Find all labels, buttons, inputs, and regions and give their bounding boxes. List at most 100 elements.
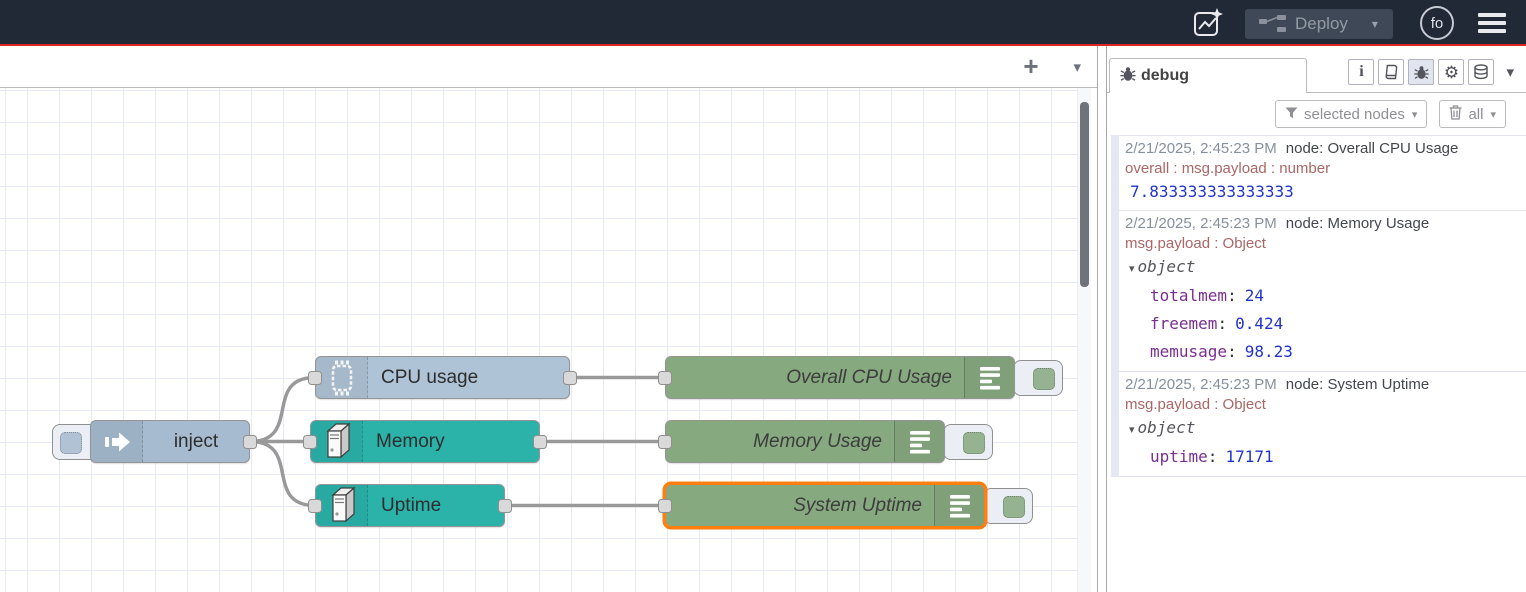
message-timestamp: 2/21/2025, 2:45:23 PM bbox=[1125, 215, 1277, 232]
flow-node-memory[interactable]: Memory bbox=[310, 420, 540, 463]
message-meta: 2/21/2025, 2:45:23 PM node: Overall CPU U… bbox=[1125, 139, 1520, 159]
filter-caret-icon: ▾ bbox=[1411, 108, 1418, 121]
node-label: Overall CPU Usage bbox=[786, 366, 952, 388]
message-meta: 2/21/2025, 2:45:23 PM node: Memory Usage bbox=[1125, 214, 1520, 234]
tower-icon bbox=[311, 421, 363, 462]
assistant-icon[interactable] bbox=[1191, 6, 1225, 45]
sidebar-resize-divider[interactable] bbox=[1099, 46, 1106, 592]
object-expander[interactable]: ▾object bbox=[1125, 415, 1520, 443]
sidebar-tab-row: debug i ⚙ ▾ bbox=[1107, 46, 1526, 93]
pill-inner bbox=[60, 431, 82, 454]
debug-message: 2/21/2025, 2:45:23 PM node: Memory Usage m… bbox=[1119, 211, 1526, 372]
deploy-caret-icon[interactable]: ▾ bbox=[1371, 17, 1378, 31]
object-entry: freemem:0.424 bbox=[1150, 314, 1284, 333]
object-type-label: object bbox=[1137, 257, 1196, 276]
canvas-vertical-scrollbar[interactable] bbox=[1077, 88, 1091, 592]
trash-icon bbox=[1449, 104, 1462, 124]
sidebar-tabs-caret-icon[interactable]: ▾ bbox=[1506, 64, 1514, 81]
debug-message: 2/21/2025, 2:45:23 PM node: Overall CPU U… bbox=[1119, 135, 1526, 211]
message-meta: 2/21/2025, 2:45:23 PM node: System Uptime bbox=[1125, 375, 1520, 395]
flow-node-memory-usage[interactable]: Memory Usage bbox=[665, 420, 945, 463]
clear-label: all bbox=[1468, 105, 1484, 123]
debug-bars-icon bbox=[894, 421, 944, 462]
debug-filter-row: selected nodes ▾ all ▾ bbox=[1107, 93, 1526, 135]
message-node-name: node: System Uptime bbox=[1285, 376, 1430, 393]
debug-message-list: 2/21/2025, 2:45:23 PM node: Overall CPU U… bbox=[1111, 135, 1526, 477]
flow-tab-list-caret-icon[interactable]: ▾ bbox=[1073, 59, 1081, 76]
object-expander[interactable]: ▾object bbox=[1125, 254, 1520, 282]
output-port-memory[interactable] bbox=[533, 434, 547, 449]
input-port-overall-cpu-usage[interactable] bbox=[658, 370, 672, 385]
canvas-scrollbar-thumb[interactable] bbox=[1080, 102, 1089, 287]
user-avatar[interactable]: fo bbox=[1420, 6, 1454, 40]
debug-toggle-button-system-uptime[interactable] bbox=[983, 487, 1033, 524]
object-entry: uptime:17171 bbox=[1150, 447, 1274, 466]
flow-node-inject[interactable]: inject bbox=[90, 420, 250, 463]
flow-node-overall-cpu-usage[interactable]: Overall CPU Usage bbox=[665, 356, 1015, 399]
message-path: msg.payload : Object bbox=[1125, 235, 1266, 252]
message-node-name: node: Memory Usage bbox=[1285, 215, 1430, 232]
message-path: msg.payload : Object bbox=[1125, 396, 1266, 413]
node-label: inject bbox=[173, 430, 219, 452]
chip-icon bbox=[316, 357, 368, 398]
debug-sidebar: debug i ⚙ ▾ selected nodes ▾ bbox=[1106, 46, 1526, 592]
output-port-inject[interactable] bbox=[243, 434, 257, 449]
pill-inner bbox=[963, 431, 985, 454]
header-bar: Deploy ▾ fo bbox=[0, 0, 1526, 46]
output-port-uptime[interactable] bbox=[498, 498, 512, 513]
debug-bars-icon bbox=[964, 357, 1014, 398]
debug-toggle-button-memory-usage[interactable] bbox=[943, 423, 993, 460]
input-port-system-uptime[interactable] bbox=[658, 498, 672, 513]
message-node-name: node: Overall CPU Usage bbox=[1285, 140, 1459, 157]
expand-caret-icon: ▾ bbox=[1129, 263, 1135, 275]
debug-clear-button[interactable]: all ▾ bbox=[1439, 100, 1506, 128]
deploy-button[interactable]: Deploy ▾ bbox=[1245, 9, 1393, 39]
message-timestamp: 2/21/2025, 2:45:23 PM bbox=[1125, 376, 1277, 393]
flow-node-cpu-usage[interactable]: CPU usage bbox=[315, 356, 570, 399]
pill-inner bbox=[1003, 495, 1025, 518]
node-label: System Uptime bbox=[793, 494, 922, 516]
tab-debug[interactable]: debug bbox=[1109, 58, 1307, 93]
object-type-label: object bbox=[1137, 418, 1196, 437]
sidebar-tool-info-icon[interactable]: i bbox=[1348, 59, 1375, 85]
avatar-initials: fo bbox=[1430, 14, 1444, 32]
object-entry: totalmem:24 bbox=[1150, 286, 1264, 305]
message-timestamp: 2/21/2025, 2:45:23 PM bbox=[1125, 140, 1277, 157]
debug-message: 2/21/2025, 2:45:23 PM node: System Uptime… bbox=[1119, 372, 1526, 477]
debug-bars-icon bbox=[934, 485, 984, 526]
node-label: Memory Usage bbox=[753, 430, 882, 452]
debug-filter-button[interactable]: selected nodes ▾ bbox=[1275, 100, 1428, 128]
debug-bug-icon bbox=[1120, 66, 1136, 87]
input-port-uptime[interactable] bbox=[308, 498, 322, 513]
output-port-cpu-usage[interactable] bbox=[563, 370, 577, 385]
inject-arrow-icon bbox=[91, 421, 143, 462]
flow-node-uptime[interactable]: Uptime bbox=[315, 484, 505, 527]
input-port-cpu-usage[interactable] bbox=[308, 370, 322, 385]
filter-label: selected nodes bbox=[1304, 105, 1405, 123]
sidebar-tool-book-icon[interactable] bbox=[1378, 59, 1405, 85]
main-menu-icon[interactable] bbox=[1478, 13, 1506, 33]
debug-toggle-button-overall-cpu-usage[interactable] bbox=[1013, 359, 1063, 396]
node-label: Uptime bbox=[381, 494, 442, 516]
node-label: Memory bbox=[376, 430, 445, 452]
input-port-memory-usage[interactable] bbox=[658, 434, 672, 449]
wire-layer bbox=[248, 375, 667, 508]
message-path: overall : msg.payload : number bbox=[1125, 160, 1331, 177]
input-port-memory[interactable] bbox=[303, 434, 317, 449]
add-flow-button[interactable]: + bbox=[1023, 51, 1039, 81]
sidebar-tool-bug-icon[interactable] bbox=[1408, 59, 1435, 85]
clear-caret-icon: ▾ bbox=[1490, 108, 1496, 121]
sidebar-tool-gear-icon[interactable]: ⚙ bbox=[1438, 59, 1465, 85]
tower-icon bbox=[316, 485, 368, 526]
flow-node-system-uptime[interactable]: System Uptime bbox=[665, 484, 985, 527]
wire-inject-to-cpu-usage[interactable] bbox=[248, 375, 317, 444]
sidebar-toolbar: i ⚙ ▾ bbox=[1348, 59, 1514, 85]
wire-inject-to-uptime[interactable] bbox=[248, 439, 317, 508]
sidebar-tool-database-icon[interactable] bbox=[1468, 59, 1495, 85]
debug-tab-label: debug bbox=[1141, 67, 1189, 84]
expand-caret-icon: ▾ bbox=[1129, 424, 1135, 436]
object-entry: memusage:98.23 bbox=[1150, 342, 1293, 361]
message-number-value: 7.833333333333333 bbox=[1130, 182, 1294, 201]
pill-inner bbox=[1033, 367, 1055, 390]
